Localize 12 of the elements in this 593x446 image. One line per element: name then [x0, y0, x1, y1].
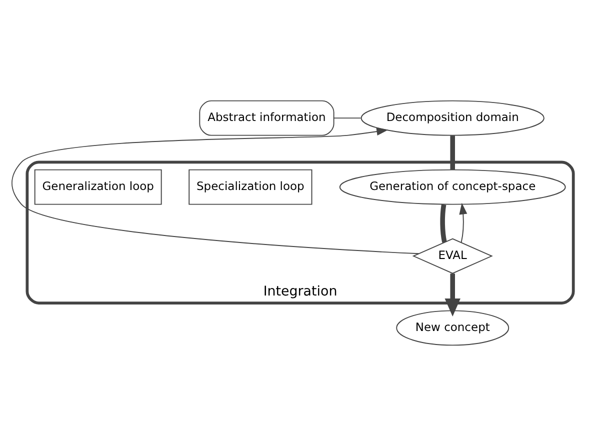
arrow: [444, 274, 460, 316]
node-diamond: EVAL: [412, 238, 493, 274]
connector: [450, 136, 455, 170]
arrow: [459, 202, 468, 244]
node-ellipse: New concept: [396, 310, 510, 346]
node-box: Abstract information: [199, 100, 334, 136]
connector: [440, 204, 447, 243]
node-box: Specialization loop: [188, 169, 312, 205]
arrow: [12, 128, 420, 254]
node-ellipse: Generation of concept-space: [339, 169, 566, 205]
connector: [333, 118, 362, 119]
node-box: Generalization loop: [34, 169, 162, 205]
